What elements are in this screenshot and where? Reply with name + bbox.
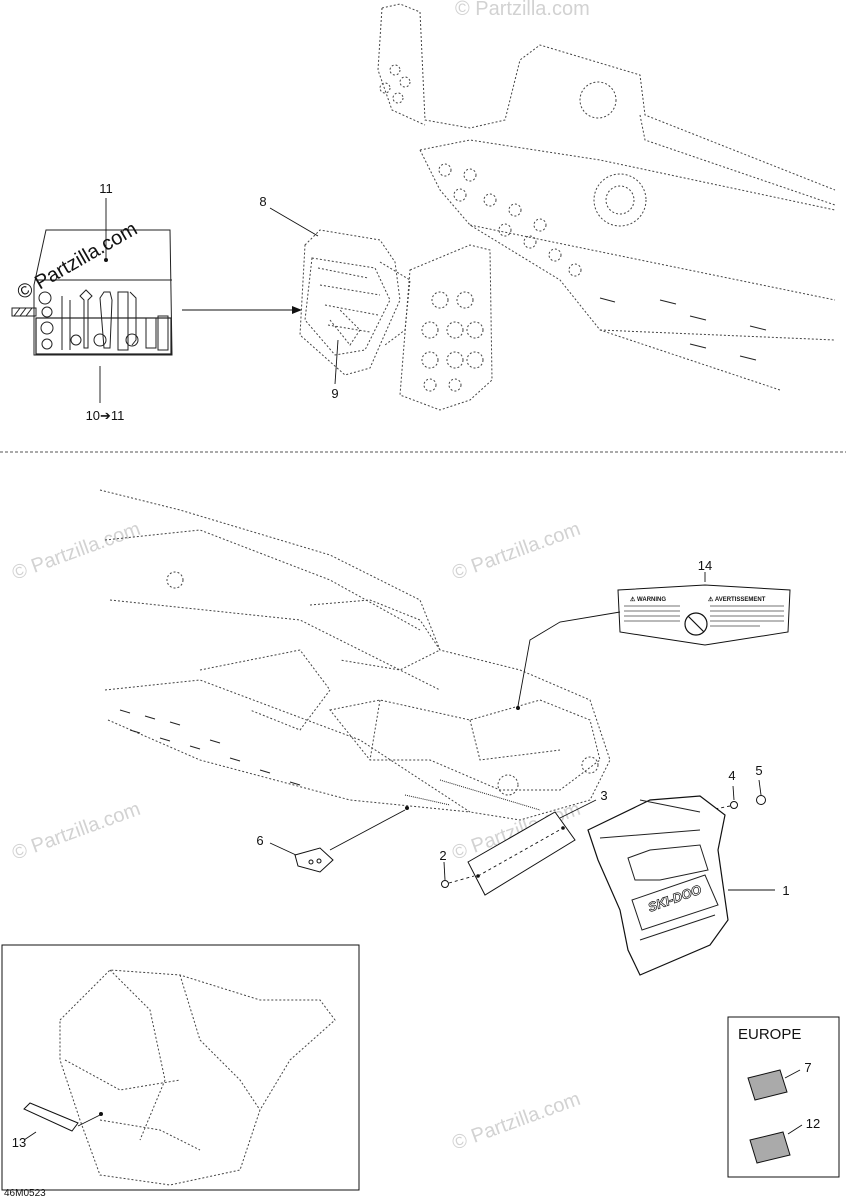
watermark-main: © Partzilla.com [14, 218, 142, 304]
license-plate-3 [467, 799, 597, 896]
tunnel-frame [99, 489, 611, 821]
watermark-faint-3: © Partzilla.com [449, 518, 583, 585]
fastener-2 [441, 861, 475, 888]
bracket-plate [399, 244, 493, 411]
warning-right-heading: ⚠ AVERTISSEMENT [708, 596, 766, 603]
callout-7: 7 [804, 1060, 811, 1075]
chassis-frame-top [377, 3, 836, 391]
inset-box [1, 944, 360, 1191]
callout-9: 9 [331, 386, 338, 401]
callout-6: 6 [256, 833, 263, 848]
callout-4: 4 [728, 768, 735, 783]
watermark-faint-2: © Partzilla.com [9, 518, 143, 585]
part-6 [269, 806, 409, 873]
europe-title: EUROPE [738, 1026, 801, 1043]
callout-3: 3 [600, 788, 607, 803]
callout-12: 12 [806, 1116, 820, 1131]
warning-left-heading: ⚠ WARNING [630, 596, 666, 603]
callout-10-11: 10➔11 [86, 408, 125, 423]
warning-label: ⚠ WARNING ⚠ AVERTISSEMENT [516, 572, 791, 710]
toolbox-holder [299, 229, 411, 376]
snow-flap: SKI-DOO [587, 795, 775, 976]
callout-1: 1 [782, 883, 789, 898]
watermark-faint-1: © Partzilla.com [455, 0, 590, 20]
callout-13: 13 [12, 1135, 26, 1150]
callout-5: 5 [755, 763, 762, 778]
callout-11: 11 [99, 181, 113, 196]
callout-14: 14 [698, 558, 712, 573]
figure-ref: 46M0523 [4, 1188, 46, 1199]
tool-kit [11, 198, 302, 403]
callout-2: 2 [439, 848, 446, 863]
europe-box: EUROPE [727, 1016, 840, 1178]
watermark-faint-7: © Partzilla.com [449, 1088, 583, 1155]
watermark-faint-4: © Partzilla.com [9, 798, 143, 865]
callout-8: 8 [259, 194, 266, 209]
